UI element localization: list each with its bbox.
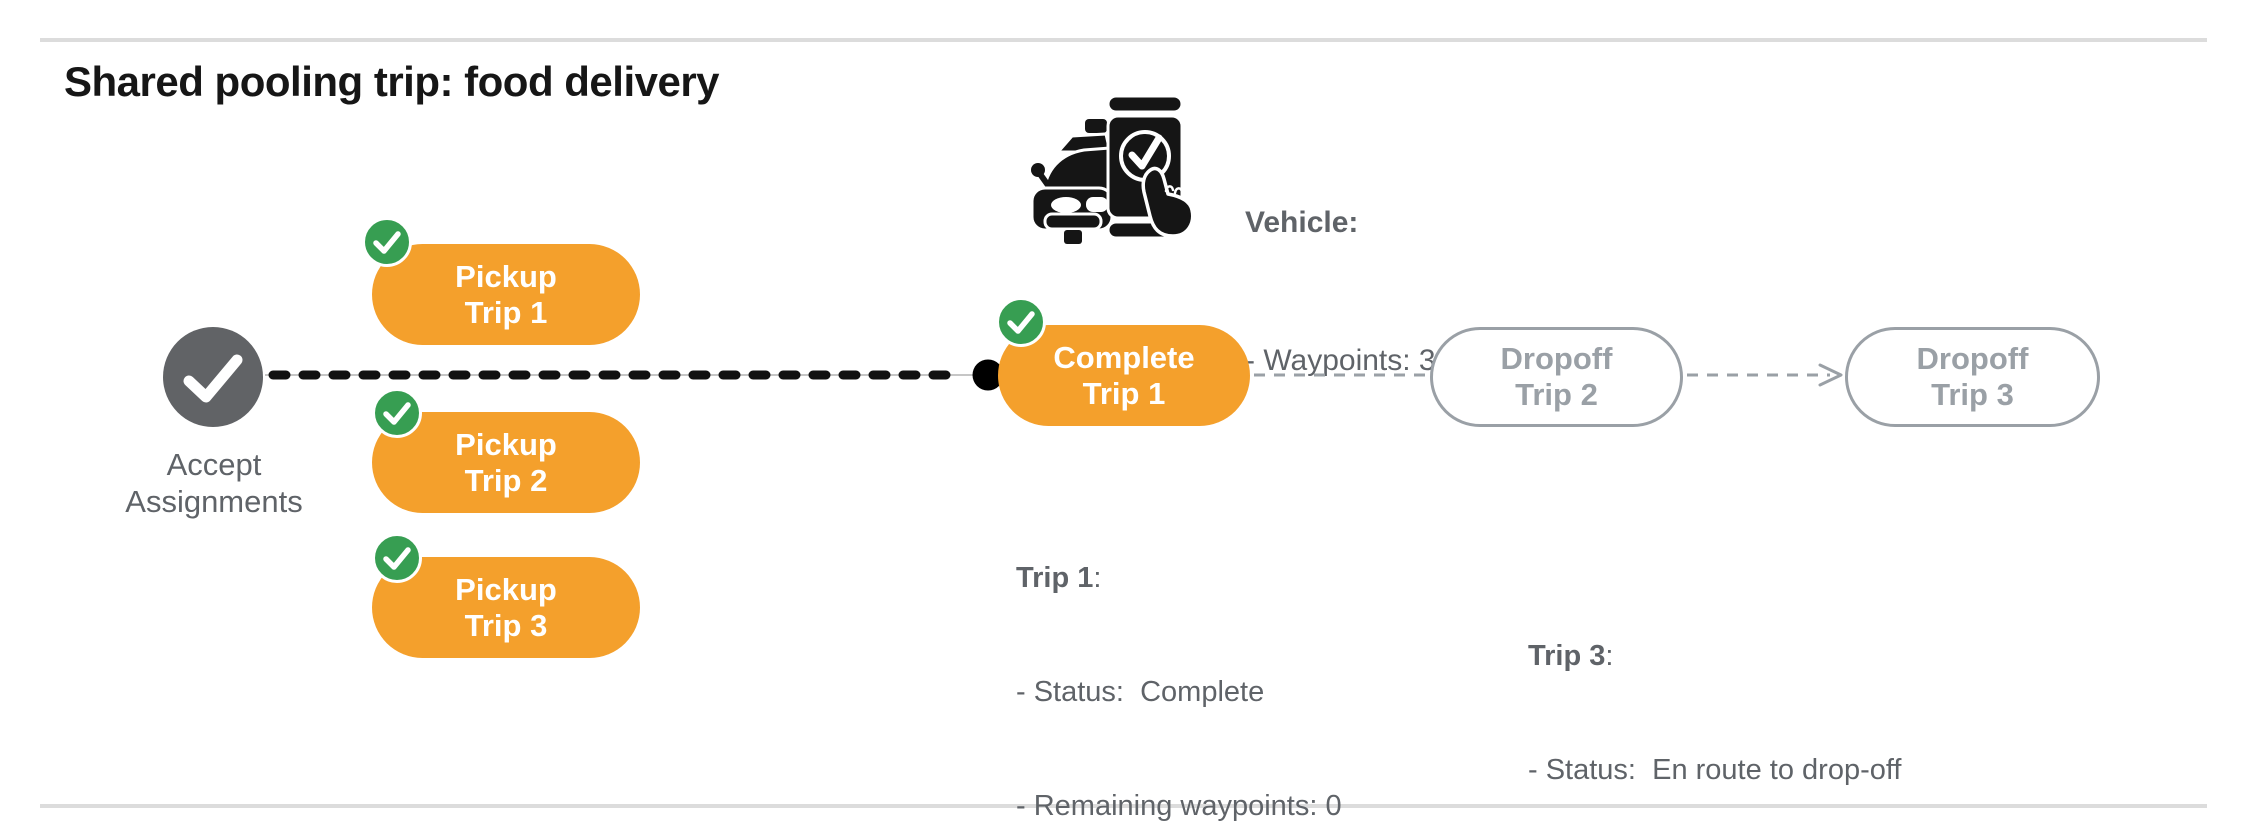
page-title: Shared pooling trip: food delivery bbox=[64, 58, 720, 105]
arrowhead-icon bbox=[1818, 363, 1843, 387]
accept-assignments-node bbox=[163, 327, 263, 427]
bottom-divider bbox=[40, 804, 2207, 808]
completed-check-badge-icon bbox=[372, 388, 422, 438]
pickup-trip-3-node: Pickup Trip 3 bbox=[372, 557, 640, 658]
pill-label-line: Trip 3 bbox=[464, 607, 548, 643]
pickup-trip-1-node: Pickup Trip 1 bbox=[372, 244, 640, 345]
complete-trip-1-node: Complete Trip 1 bbox=[998, 325, 1250, 426]
pill-label-line: Trip 1 bbox=[1082, 375, 1166, 411]
pill-label-line: Pickup bbox=[455, 426, 557, 462]
completed-check-badge-icon bbox=[362, 217, 412, 267]
robotaxi-phone-check-icon bbox=[1030, 94, 1192, 244]
pill-label-line: Pickup bbox=[455, 571, 557, 607]
vehicle-legend: Vehicle: - Waypoints: 3 bbox=[1245, 108, 1436, 476]
start-label-line-2: Assignments bbox=[125, 484, 303, 519]
vehicle-waypoints: - Waypoints: 3 bbox=[1245, 344, 1436, 377]
accept-assignments-label: Accept Assignments bbox=[38, 446, 390, 520]
trip-heading: Trip 1: bbox=[1016, 562, 1102, 594]
trip-status-block-2: Trip 3: - Status: En route to drop-off -… bbox=[1528, 561, 1901, 825]
pickup-trip-2-node: Pickup Trip 2 bbox=[372, 412, 640, 513]
trip-status-line: - Remaining waypoints: 0 bbox=[1016, 790, 1342, 822]
trip-status-line: - Status: Complete bbox=[1016, 676, 1265, 708]
top-divider bbox=[40, 38, 2207, 42]
completed-check-badge-icon bbox=[996, 297, 1046, 347]
pill-label-line: Complete bbox=[1053, 339, 1195, 375]
dropoff-trip-2-node: Dropoff Trip 2 bbox=[1430, 327, 1683, 427]
dropoff-trip-3-node: Dropoff Trip 3 bbox=[1845, 327, 2100, 427]
trip-heading: Trip 3: bbox=[1528, 640, 1614, 672]
trip-status-line: - Status: En route to drop-off bbox=[1528, 754, 1902, 786]
pill-label-line: Dropoff bbox=[1500, 341, 1613, 376]
trip-status-block-1: Trip 1: - Status: Complete - Remaining w… bbox=[1016, 483, 1389, 825]
pill-label-line: Trip 2 bbox=[464, 462, 548, 498]
completed-check-badge-icon bbox=[372, 533, 422, 583]
pill-label-line: Trip 2 bbox=[1515, 377, 1598, 412]
start-label-line-1: Accept bbox=[166, 447, 262, 482]
pill-label-line: Dropoff bbox=[1916, 341, 2029, 376]
check-icon bbox=[183, 354, 243, 403]
pill-label-line: Trip 3 bbox=[1931, 377, 2014, 412]
pill-label-line: Pickup bbox=[455, 258, 557, 294]
pill-label-line: Trip 1 bbox=[464, 294, 548, 330]
vehicle-label: Vehicle: bbox=[1245, 206, 1359, 239]
